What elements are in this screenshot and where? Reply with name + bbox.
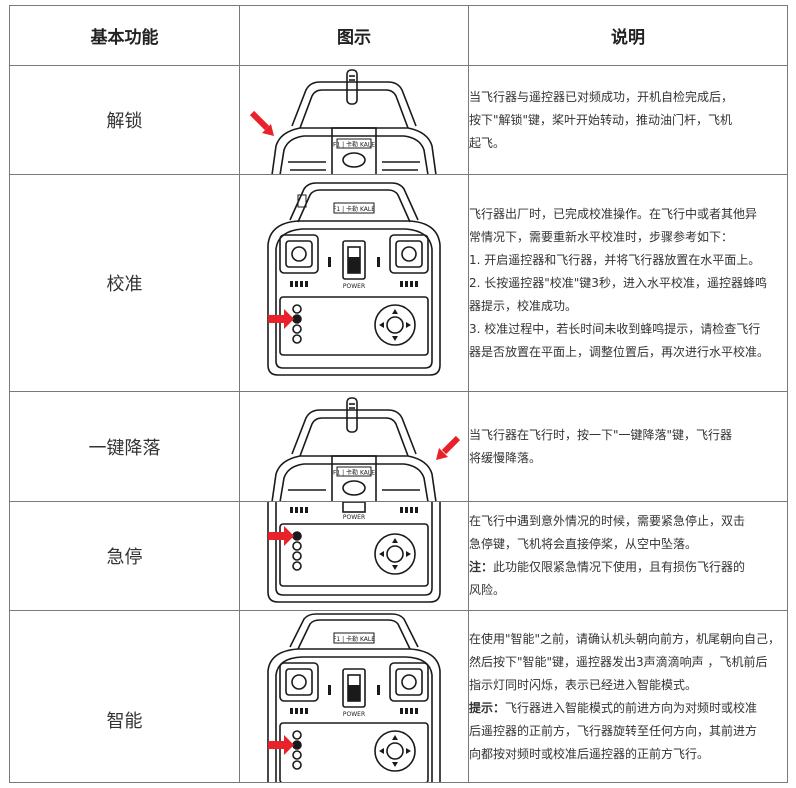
table-row: 解锁: [9, 65, 788, 175]
figure-cell: F1 | 卡勒 KALE: [239, 65, 469, 175]
controller-bottom-figure: POWER: [267, 502, 441, 603]
description-line: 飞行器出厂时，已完成校准操作。在飞行中或者其他异: [469, 206, 758, 221]
description-line: 1. 开启遥控器和飞行器，并将飞行器放置在水平面上。: [469, 252, 761, 267]
note-label: 提示：: [469, 700, 506, 715]
description-line: 后遥控器的正前方，飞行器旋转至任何方向，其前进方: [469, 723, 758, 738]
note-text: 飞行器进入智能模式的前进方向为对频时或校准: [505, 700, 758, 715]
description-cell: 在飞行中遇到意外情况的时候，需要紧急停止，双击 急停键，飞机将会直接停桨，从空中…: [468, 501, 788, 611]
description-line: 器提示，校准成功。: [469, 298, 578, 313]
red-arrow-icon: [268, 735, 294, 755]
figure-cell: F1 | 卡勒 KALE POWER: [239, 174, 469, 392]
description-line: 当飞行器与遥控器已对频成功，开机自检完成后，: [469, 89, 734, 104]
description-line: 器是否放置在平面上，调整位置后，再次进行水平校准。: [469, 344, 770, 359]
description-cell: 当飞行器与遥控器已对频成功，开机自检完成后， 按下"解锁"键，桨叶开始转动，推动…: [468, 65, 788, 175]
controller-top-figure: F1 | 卡勒 KALE: [249, 69, 437, 174]
function-table: 基本功能 图示 说明 解锁: [9, 5, 788, 783]
description-line: 向都按对频时或校准后遥控器的正前方飞行。: [469, 746, 710, 761]
figure-cell: F1 | 卡勒 KALE: [239, 391, 469, 502]
figure-cell: POWER: [239, 501, 469, 611]
note-label: 注：: [469, 560, 494, 574]
red-arrow-icon: [268, 526, 294, 546]
description-line: 当飞行器在飞行时，按一下"一键降落"键，飞行器: [469, 427, 733, 442]
table-row: 急停: [9, 501, 788, 611]
red-arrow-icon: [268, 309, 294, 329]
power-label: POWER: [343, 283, 365, 290]
header-figure: 图示: [239, 5, 469, 66]
description-line: 起飞。: [469, 135, 506, 150]
description-note: 提示：飞行器进入智能模式的前进方向为对频时或校准: [469, 697, 787, 720]
brand-label: F1 | 卡勒 KALE: [333, 141, 375, 149]
power-label: POWER: [343, 711, 365, 718]
brand-label: F1 | 卡勒 KALE: [333, 205, 375, 213]
description-note: 注：此功能仅限紧急情况下使用，且有损伤飞行器的: [469, 556, 787, 579]
header-function: 基本功能: [9, 5, 240, 66]
description-line: 然后按下"智能"键，遥控器发出3声滴滴响声 ，飞机前后: [469, 654, 768, 669]
description-cell: 在使用"智能"之前，请确认机头朝向前方，机尾朝向自己， 然后按下"智能"键，遥控…: [468, 610, 788, 783]
table-row: 一键降落 F1 | 卡勒 KALE: [9, 391, 788, 502]
description-line: 在飞行中遇到意外情况的时候，需要紧急停止，双击: [469, 514, 746, 528]
function-name: 一键降落: [9, 391, 240, 502]
brand-label: F1 | 卡勒 KALE: [333, 469, 375, 477]
description-line: 按下"解锁"键，桨叶开始转动，推动油门杆，飞机: [469, 112, 733, 127]
function-name: 急停: [9, 501, 240, 611]
controller-top-figure: F1 | 卡勒 KALE: [271, 397, 461, 501]
table-row: 智能: [9, 610, 788, 783]
red-arrow-icon: [436, 435, 461, 460]
description-line: 将缓慢降落。: [469, 450, 542, 465]
description-line: 在使用"智能"之前，请确认机头朝向前方，机尾朝向自己，: [469, 631, 781, 646]
description-cell: 飞行器出厂时，已完成校准操作。在飞行中或者其他异 常情况下，需要重新水平校准时，…: [468, 174, 788, 392]
function-name: 校准: [9, 174, 240, 392]
power-label: POWER: [343, 514, 365, 521]
note-text: 此功能仅限紧急情况下使用，且有损伤飞行器的: [493, 560, 746, 574]
controller-full-figure: F1 | 卡勒 KALE POWER: [267, 613, 441, 782]
description-line: 指示灯同时闪烁，表示已经进入智能模式。: [469, 677, 698, 692]
function-name: 解锁: [9, 65, 240, 175]
description-line: 常情况下，需要重新水平校准时，步骤参考如下：: [469, 229, 734, 244]
controller-full-figure: F1 | 卡勒 KALE POWER: [267, 182, 441, 376]
header-description: 说明: [468, 5, 788, 66]
figure-cell: F1 | 卡勒 KALE POWER: [239, 610, 469, 783]
red-arrow-icon: [249, 110, 274, 136]
description-line: 2. 长按遥控器"校准"键3秒，进入水平校准，遥控器蜂鸣: [469, 275, 767, 290]
description-line: 急停键，飞机将会直接停桨，从空中坠落。: [469, 537, 698, 551]
function-name: 智能: [9, 610, 240, 783]
brand-label: F1 | 卡勒 KALE: [333, 635, 375, 643]
table-row: 校准: [9, 174, 788, 392]
description-line: 3. 校准过程中，若长时间未收到蜂鸣提示，请检查飞行: [469, 321, 761, 336]
description-line: 风险。: [469, 583, 506, 597]
description-cell: 当飞行器在飞行时，按一下"一键降落"键，飞行器 将缓慢降落。: [468, 391, 788, 502]
header-row: 基本功能 图示 说明: [9, 5, 788, 66]
